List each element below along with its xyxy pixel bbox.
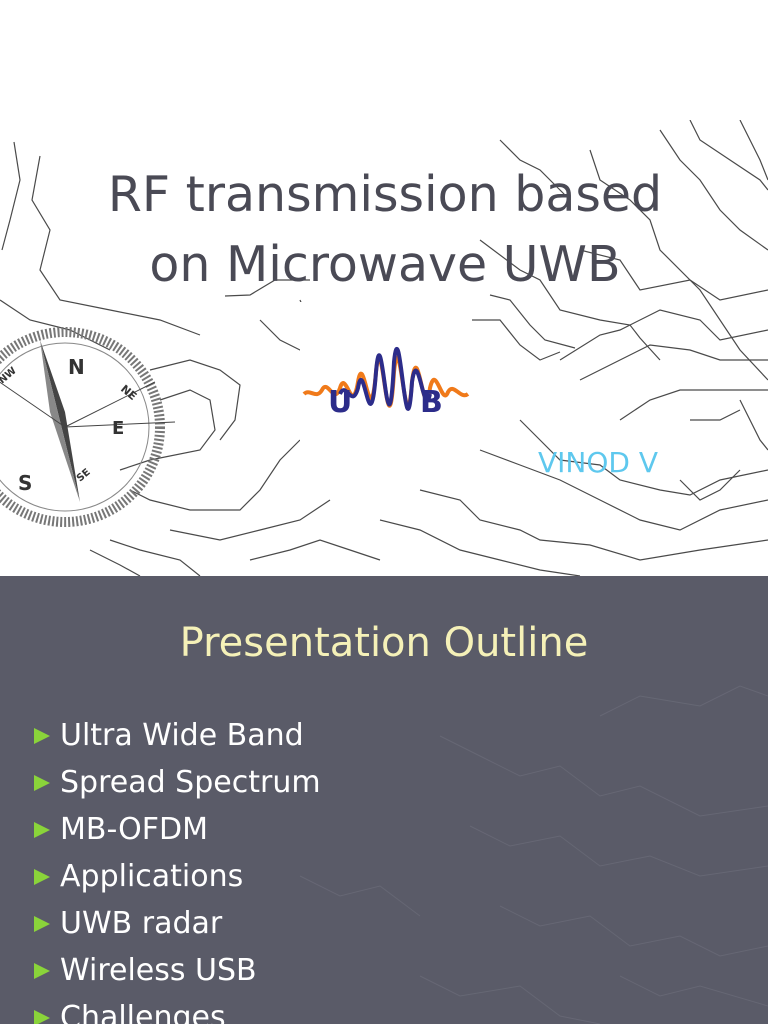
- list-item: Spread Spectrum: [34, 759, 321, 806]
- list-item: Challenges: [34, 994, 321, 1024]
- compass-label-ne: NE: [118, 382, 139, 403]
- outline-slide: Presentation Outline Ultra Wide Band Spr…: [0, 576, 768, 1024]
- triangle-bullet-icon: [34, 774, 50, 791]
- author-name: VINOD V: [538, 446, 659, 479]
- wave-inner: [338, 346, 432, 411]
- list-item-label: Challenges: [60, 1000, 226, 1024]
- compass-label-s: S: [18, 471, 32, 495]
- compass-label-se: SE: [75, 467, 93, 485]
- list-item: Ultra Wide Band: [34, 712, 321, 759]
- compass-label-nw: NW: [0, 365, 19, 386]
- triangle-bullet-icon: [34, 868, 50, 885]
- contour-map-background: [299, 685, 768, 1024]
- triangle-bullet-icon: [34, 915, 50, 932]
- logo-letter-b: B: [420, 385, 443, 420]
- list-item-label: MB-OFDM: [60, 812, 208, 847]
- compass-label-n: N: [68, 355, 85, 379]
- list-item-label: UWB radar: [60, 906, 223, 941]
- list-item: Wireless USB: [34, 947, 321, 994]
- title-line-1: RF transmission based: [107, 166, 663, 223]
- list-item-label: Wireless USB: [60, 953, 257, 988]
- list-item: UWB radar: [34, 900, 321, 947]
- slide-heading: Presentation Outline: [179, 620, 589, 666]
- triangle-bullet-icon: [34, 727, 50, 744]
- title-slide: N NE E SE S NW U B RF transmission based…: [0, 120, 768, 576]
- slide-title: RF transmission based on Microwave UWB: [60, 160, 710, 300]
- list-item: MB-OFDM: [34, 806, 321, 853]
- compass-icon: N NE E SE S NW: [0, 327, 176, 527]
- list-item-label: Applications: [60, 859, 244, 894]
- title-line-2: on Microwave UWB: [149, 236, 621, 293]
- list-item: Applications: [34, 853, 321, 900]
- list-item-label: Spread Spectrum: [60, 765, 321, 800]
- compass-label-e: E: [112, 418, 124, 439]
- list-item-label: Ultra Wide Band: [60, 718, 304, 753]
- triangle-bullet-icon: [34, 1009, 50, 1024]
- logo-letter-u: U: [328, 385, 352, 420]
- triangle-bullet-icon: [34, 821, 50, 838]
- uwb-logo: U B: [300, 302, 472, 478]
- outline-list: Ultra Wide Band Spread Spectrum MB-OFDM …: [34, 712, 321, 1024]
- triangle-bullet-icon: [34, 962, 50, 979]
